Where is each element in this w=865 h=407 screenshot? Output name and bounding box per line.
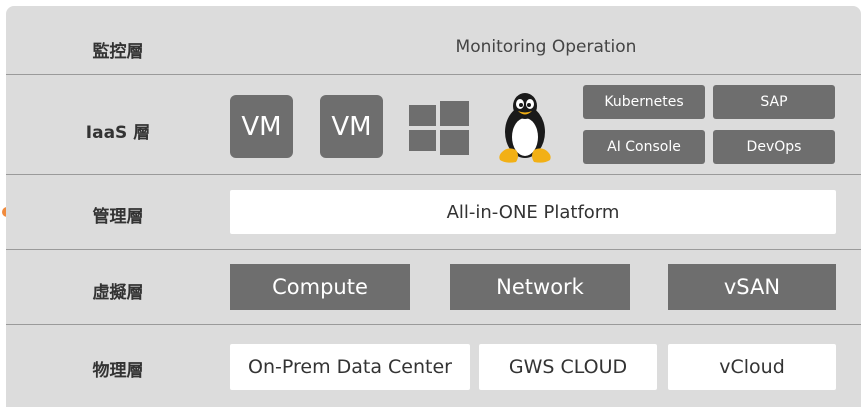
all-in-one-platform-box: All-in-ONE Platform [230, 190, 836, 234]
layer-divider [6, 324, 861, 325]
devops-chip: DevOps [713, 130, 835, 164]
management-layer-label: 管理層 [92, 207, 144, 227]
vsan-box: vSAN [668, 264, 836, 310]
ai-console-chip: AI Console [583, 130, 705, 164]
kubernetes-chip: Kubernetes [583, 85, 705, 119]
linux-tux-icon [499, 93, 551, 163]
layer-divider [6, 174, 861, 175]
gws-cloud-box: GWS CLOUD [479, 344, 657, 390]
on-prem-data-center-box: On-Prem Data Center [230, 344, 470, 390]
compute-box: Compute [230, 264, 410, 310]
iaas-layer-label: IaaS 層 [85, 123, 151, 143]
layer-divider [6, 74, 861, 75]
monitoring-operation-text: Monitoring Operation [455, 37, 637, 57]
windows-icon [409, 101, 469, 155]
sap-chip: SAP [713, 85, 835, 119]
layer-divider [6, 249, 861, 250]
monitoring-layer-label: 監控層 [92, 42, 144, 62]
virtualization-layer-label: 虛擬層 [92, 283, 144, 303]
architecture-diagram-panel: 監控層 Monitoring Operation IaaS 層 VM VM Ku… [6, 6, 861, 407]
vm-tile-1: VM [230, 95, 293, 158]
physical-layer-label: 物理層 [92, 361, 144, 381]
network-box: Network [450, 264, 630, 310]
vm-tile-2: VM [320, 95, 383, 158]
vcloud-box: vCloud [668, 344, 836, 390]
